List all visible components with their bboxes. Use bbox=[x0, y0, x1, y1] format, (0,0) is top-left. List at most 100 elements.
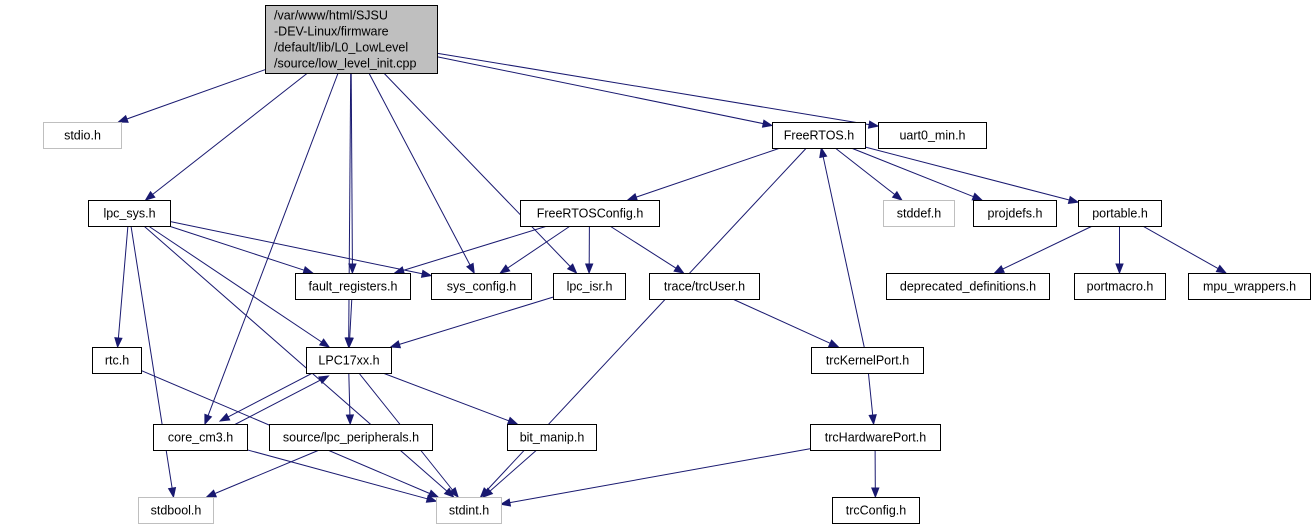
node-stdio: stdio.h bbox=[43, 122, 122, 149]
node-bit-manip[interactable]: bit_manip.h bbox=[507, 424, 597, 451]
node-rtc[interactable]: rtc.h bbox=[92, 347, 142, 374]
node-uart0-min[interactable]: uart0_min.h bbox=[878, 122, 987, 149]
node-deprecated[interactable]: deprecated_definitions.h bbox=[886, 273, 1050, 300]
node-stddef: stddef.h bbox=[883, 200, 955, 227]
arrowhead-icon bbox=[891, 190, 903, 201]
node-box bbox=[1188, 273, 1311, 300]
node-label: stdbool.h bbox=[151, 504, 202, 518]
node-lpc-peripherals[interactable]: source/lpc_peripherals.h bbox=[269, 424, 433, 451]
node-label: /var/www/html/SJSU bbox=[274, 9, 388, 23]
edge-lpc_sys-to-sys_config bbox=[169, 221, 433, 278]
node-box bbox=[973, 200, 1057, 227]
node-label: mpu_wrappers.h bbox=[1203, 280, 1296, 294]
edge-core_cm3-to-lpc17xx bbox=[229, 375, 330, 428]
edge-bit_manip-to-stdint bbox=[482, 449, 538, 498]
node-box bbox=[295, 273, 411, 300]
node-label: rtc.h bbox=[105, 354, 129, 368]
node-label: core_cm3.h bbox=[168, 431, 233, 445]
edge-portable-to-mpu_wrappers bbox=[1142, 225, 1228, 274]
node-label: stddef.h bbox=[897, 207, 942, 221]
node-trcuser[interactable]: trace/trcUser.h bbox=[649, 273, 760, 300]
node-freertosconfig[interactable]: FreeRTOSConfig.h bbox=[520, 200, 660, 227]
node-box bbox=[520, 200, 660, 227]
node-box bbox=[810, 424, 941, 451]
edge-root-to-core_cm3 bbox=[204, 72, 339, 426]
arrowhead-icon bbox=[971, 192, 984, 201]
edge-root-to-lpc_isr bbox=[383, 72, 578, 275]
edge-lpc_peripherals-to-stdbool bbox=[205, 449, 320, 498]
node-label: FreeRTOS.h bbox=[784, 129, 854, 143]
edge-lpc_isr-to-lpc17xx bbox=[389, 296, 554, 349]
node-label: stdint.h bbox=[449, 504, 489, 518]
edge-portable-to-deprecated bbox=[993, 225, 1093, 274]
edges-layer bbox=[114, 52, 1228, 507]
node-label: trcConfig.h bbox=[846, 504, 906, 518]
node-label: LPC17xx.h bbox=[318, 354, 379, 368]
node-trckernelport[interactable]: trcKernelPort.h bbox=[811, 347, 924, 374]
nodes-layer: /var/www/html/SJSU -DEV-Linux/firmware/de… bbox=[43, 5, 1311, 524]
arrowhead-icon bbox=[827, 339, 840, 348]
node-box bbox=[878, 122, 987, 149]
arrowhead-icon bbox=[1115, 263, 1124, 275]
node-box bbox=[507, 424, 597, 451]
edge-root-to-sys_config bbox=[368, 72, 475, 275]
edge-freertosconfig-to-lpc_isr bbox=[584, 225, 594, 275]
node-box bbox=[886, 273, 1050, 300]
node-trchardwareport[interactable]: trcHardwarePort.h bbox=[810, 424, 941, 451]
edge-root-to-stdio bbox=[117, 69, 266, 123]
node-label: fault_registers.h bbox=[309, 280, 398, 294]
arrowhead-icon bbox=[420, 269, 433, 278]
edge-lpc_sys-to-lpc17xx bbox=[148, 225, 331, 348]
node-label: trcKernelPort.h bbox=[826, 354, 909, 368]
node-stdbool: stdbool.h bbox=[138, 497, 214, 524]
arrowhead-icon bbox=[348, 263, 357, 275]
edge-lpc17xx-to-core_cm3 bbox=[218, 369, 319, 422]
node-box bbox=[431, 273, 532, 300]
node-box bbox=[811, 347, 924, 374]
node-lpc17xx[interactable]: LPC17xx.h bbox=[306, 347, 392, 374]
arrowhead-icon bbox=[205, 489, 218, 498]
edge-fault_registers-to-lpc17xx bbox=[345, 298, 354, 349]
node-box bbox=[43, 122, 122, 149]
arrowhead-icon bbox=[204, 413, 213, 426]
node-lpc-sys[interactable]: lpc_sys.h bbox=[88, 200, 171, 227]
arrowhead-icon bbox=[466, 262, 475, 275]
node-core-cm3[interactable]: core_cm3.h bbox=[153, 424, 248, 451]
node-label: /default/lib/L0_LowLevel bbox=[274, 41, 408, 55]
node-projdefs[interactable]: projdefs.h bbox=[973, 200, 1057, 227]
node-box bbox=[772, 122, 866, 149]
edge-freertosconfig-to-trcuser bbox=[609, 225, 685, 274]
node-label: trcHardwarePort.h bbox=[825, 431, 926, 445]
arrowhead-icon bbox=[1067, 195, 1080, 204]
node-portable[interactable]: portable.h bbox=[1078, 200, 1162, 227]
arrowhead-icon bbox=[144, 190, 156, 201]
node-label: sys_config.h bbox=[447, 280, 517, 294]
node-trcconfig[interactable]: trcConfig.h bbox=[832, 497, 920, 524]
arrowhead-icon bbox=[871, 487, 880, 499]
node-lpc-isr[interactable]: lpc_isr.h bbox=[553, 273, 626, 300]
node-mpu-wrappers[interactable]: mpu_wrappers.h bbox=[1188, 273, 1311, 300]
node-label: -DEV-Linux/firmware bbox=[274, 25, 389, 39]
arrowhead-icon bbox=[389, 340, 402, 349]
arrowhead-icon bbox=[506, 416, 519, 425]
node-box bbox=[88, 200, 171, 227]
edge-core_cm3-to-stdint bbox=[246, 449, 438, 503]
arrowhead-icon bbox=[318, 375, 330, 385]
arrowhead-icon bbox=[868, 414, 877, 426]
arrowhead-icon bbox=[427, 489, 440, 498]
node-portmacro[interactable]: portmacro.h bbox=[1074, 273, 1166, 300]
node-fault-registers[interactable]: fault_registers.h bbox=[295, 273, 411, 300]
edge-root-to-lpc_sys bbox=[144, 72, 308, 201]
arrowhead-icon bbox=[626, 192, 639, 201]
node-label: portmacro.h bbox=[1087, 280, 1154, 294]
node-label: uart0_min.h bbox=[899, 129, 965, 143]
arrowhead-icon bbox=[425, 494, 438, 503]
arrowhead-icon bbox=[167, 487, 177, 499]
node-label: bit_manip.h bbox=[520, 431, 585, 445]
node-label: projdefs.h bbox=[988, 207, 1043, 221]
edge-lpc_sys-to-rtc bbox=[114, 225, 129, 349]
node-sys-config[interactable]: sys_config.h bbox=[431, 273, 532, 300]
arrowhead-icon bbox=[499, 498, 512, 507]
node-freertos[interactable]: FreeRTOS.h bbox=[772, 122, 866, 149]
node-label: lpc_isr.h bbox=[567, 280, 613, 294]
